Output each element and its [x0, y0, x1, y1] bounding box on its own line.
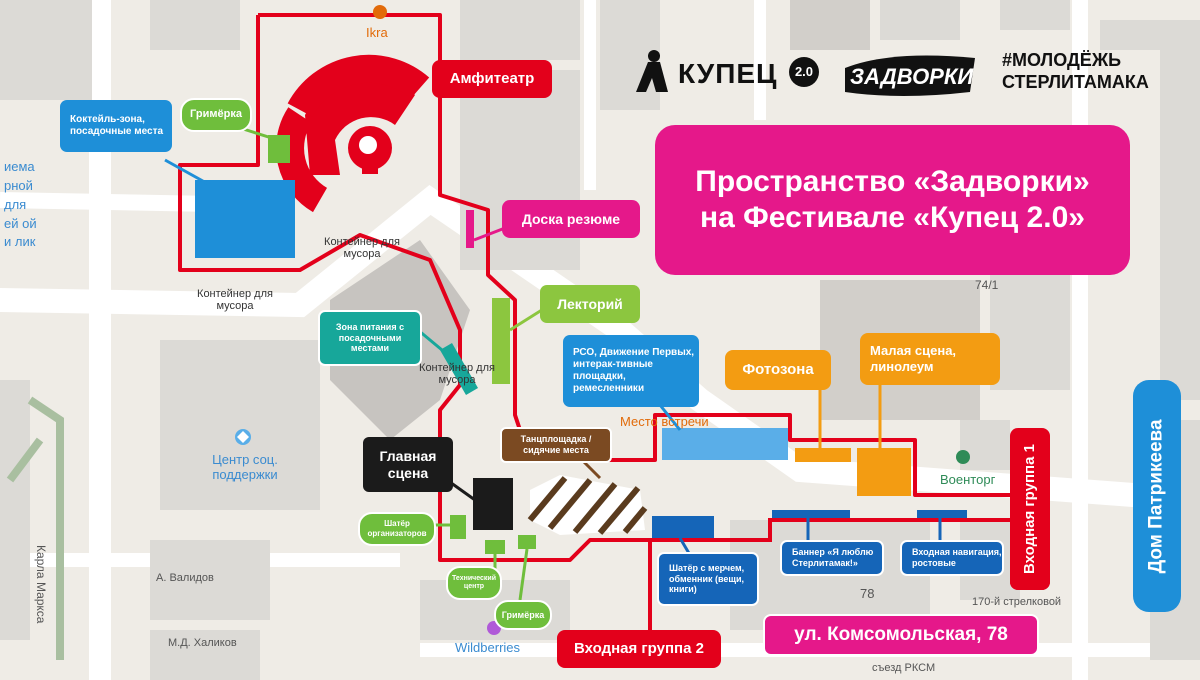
lectorium-block [492, 298, 510, 384]
street-karla-marksa: Карла Маркса [34, 545, 48, 624]
rksm-label: съезд РКСМ [872, 662, 936, 674]
resume-board-block [466, 210, 474, 248]
zadvorki-logo-icon [845, 55, 975, 96]
grimerka-bottom-label[interactable]: Гримёрка [494, 600, 552, 630]
route-left [178, 15, 652, 640]
container-label-2: Контейнер для мусора [197, 288, 273, 312]
org-tent-label[interactable]: Шатёр организаторов [358, 512, 436, 546]
photozone-label[interactable]: Фотозона [725, 350, 831, 390]
social-center-label: Центр соц. поддержки [212, 452, 278, 482]
grimerka-top-label[interactable]: Гримёрка [180, 98, 252, 132]
title-box: Пространство «Задворки» на Фестивале «Ку… [655, 125, 1130, 275]
kupets-logo-text: КУПЕЦ [678, 58, 778, 89]
tech-center-label[interactable]: Технический центр [446, 566, 502, 600]
rso-label[interactable]: РСО, Движение Первых, интерак-тивные пло… [563, 335, 699, 407]
kupets-figure-icon [636, 50, 668, 92]
building-74-1-label: 74/1 [975, 278, 999, 292]
amphitheater-label[interactable]: Амфитеатр [432, 60, 552, 98]
dance-floor-hatch [527, 475, 648, 535]
dom-patrikeeva-label[interactable]: Дом Патрикеева [1133, 380, 1181, 612]
khalikov-label: М.Д. Халиков [168, 637, 237, 649]
food-zone-label[interactable]: Зона питания с посадочными местами [318, 310, 422, 366]
entry-nav-label[interactable]: Входная навигация, ростовые [900, 540, 1004, 576]
address-label[interactable]: ул. Комсомольская, 78 [763, 614, 1039, 656]
small-stage-block [857, 448, 911, 496]
dance-floor-label[interactable]: Танцплощадка / сидячие места [500, 427, 612, 463]
rifle-street-label: 170-й стрелковой [972, 596, 1062, 608]
meeting-place-label: Место встречи [620, 414, 709, 429]
kupets-badge-circle [789, 57, 819, 87]
main-stage-label[interactable]: Главная сцена [363, 437, 453, 492]
container-label-1: Контейнер для мусора [324, 236, 400, 260]
entry-group-2-label[interactable]: Входная группа 2 [557, 630, 721, 668]
small-stage-label[interactable]: Малая сцена, линолеум [860, 333, 1000, 385]
amphitheater-shape [305, 76, 415, 175]
cocktail-zone-label[interactable]: Коктейль-зона, посадочные места [60, 100, 172, 152]
hashtag-line-1: #МОЛОДЁЖЬ [1002, 50, 1122, 70]
zadvorki-logo-text: ЗАДВОРКИ [850, 64, 974, 89]
main-stage-block [473, 478, 513, 530]
left-edge-fragment: иема рной для ей ой и лик [4, 159, 37, 250]
banner-label[interactable]: Баннер «Я люблю Стерлитамак!» [780, 540, 884, 576]
amphitheater-arc [287, 54, 430, 118]
photozone-block [795, 448, 851, 462]
wildberries-label: Wildberries [455, 640, 521, 655]
entry-group-1-label[interactable]: Входная группа 1 [1010, 428, 1050, 590]
resume-board-label[interactable]: Доска резюме [502, 200, 640, 238]
grimerka-top-block [268, 135, 290, 163]
ikra-label: Ikra [366, 25, 388, 40]
lectorium-label[interactable]: Лекторий [540, 285, 640, 323]
hashtag-line-2: СТЕРЛИТАМАКА [1002, 72, 1149, 92]
food-zone-block [440, 343, 478, 395]
title-line-1: Пространство «Задворки» [695, 165, 1090, 198]
merch-tent-label[interactable]: Шатёр с мерчем, обменник (вещи, книги) [657, 552, 759, 606]
merch-block [652, 516, 714, 538]
rso-block [662, 428, 788, 460]
ikra-marker-icon [373, 5, 387, 19]
kupets-badge-text: 2.0 [794, 64, 814, 79]
dom-patrikeeva-text: Дом Патрикеева [1145, 419, 1167, 573]
building-78-label: 78 [860, 586, 875, 601]
validov-label: А. Валидов [156, 572, 214, 584]
road-main [0, 185, 1200, 512]
cocktail-area [195, 180, 295, 258]
voentorg-marker-icon [956, 450, 970, 464]
entry-group-1-text: Входная группа 1 [1021, 444, 1039, 574]
route-bottom [650, 518, 1020, 542]
container-label-3: Контейнер для мусора [419, 362, 495, 386]
voentorg-label: Военторг [940, 472, 996, 487]
title-line-2: на Фестивале «Купец 2.0» [700, 201, 1085, 234]
